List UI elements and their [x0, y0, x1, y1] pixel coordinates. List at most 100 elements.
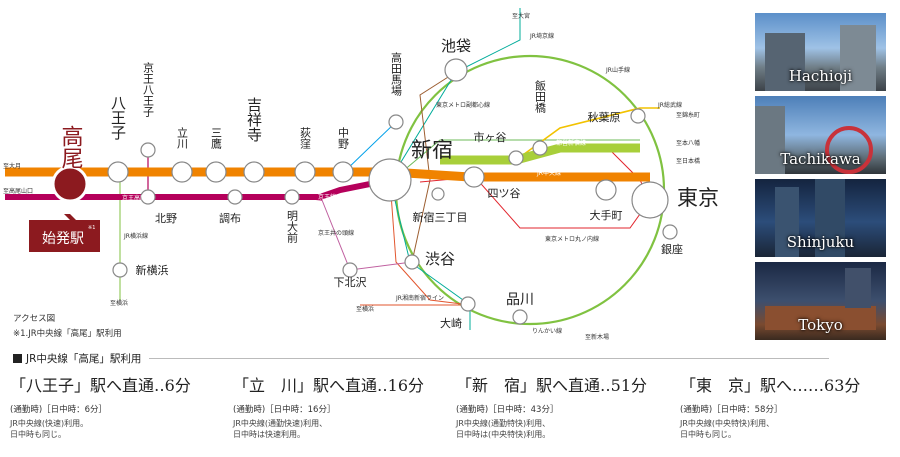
small-rinkai: りんかい線	[532, 327, 562, 335]
route-sub1: (通勤時)［日中時：6分］	[10, 405, 108, 415]
station-shinagawa	[512, 309, 528, 325]
station-shibuya	[404, 254, 420, 270]
route-main: 「東 京」駅へ‥‥‥63分	[680, 376, 861, 395]
small-yamanote: JR山手線	[605, 66, 630, 74]
label-ikebukuro: 池袋	[441, 37, 471, 55]
small-to-motoyawata: 至本八幡	[676, 139, 700, 147]
station-tokyo	[631, 181, 669, 219]
label-shibuya: 渋谷	[425, 250, 455, 268]
station-kitano	[140, 189, 156, 205]
station-tachikawa	[171, 161, 193, 183]
shonan-shinjuku-line	[360, 179, 471, 306]
label-hachioji: 八王子	[109, 95, 127, 140]
label-shin-yokohama: 新横浜	[136, 263, 169, 277]
route-sub2a: JR中央線(中央特快)利用、	[680, 419, 775, 428]
label-takao: 高尾	[58, 125, 84, 169]
station-ginza	[662, 224, 678, 240]
label-ginza: 銀座	[661, 242, 683, 256]
station-ikebukuro	[444, 58, 468, 82]
small-sobu: JR総武線	[657, 101, 682, 109]
takadanobaba-link	[343, 121, 397, 173]
section-header: JR中央線「高尾」駅利用	[13, 351, 830, 366]
route-sub1: (通勤時)［日中時：43分］	[456, 405, 559, 415]
route-shinjuku: 「新 宿」駅へ直通‥51分 (通勤時)［日中時：43分］ JR中央線(通勤特快)…	[456, 372, 671, 440]
route-main: 「八王子」駅へ直通‥6分	[10, 376, 191, 395]
photo-caption-tachikawa: Tachikawa	[780, 150, 861, 168]
route-tachikawa: 「立 川」駅へ直通‥16分 (通勤時)［日中時：16分］ JR中央線(通勤快速)…	[233, 372, 448, 440]
route-sub1: (通勤時)［日中時：58分］	[680, 405, 783, 415]
origin-badge	[29, 220, 100, 252]
label-takadanobaba: 高田馬場	[390, 51, 403, 97]
photo-hachioji: Hachioji	[755, 13, 886, 91]
photo-shinjuku: Shinjuku	[755, 179, 886, 257]
station-otemachi	[595, 179, 617, 201]
small-shonan: JR湘南新宿ライン	[395, 294, 444, 302]
label-iidabashi: 飯田橋	[534, 79, 547, 114]
label-ichigaya: 市ヶ谷	[474, 130, 507, 144]
station-osaki	[460, 296, 476, 312]
station-ichigaya	[508, 150, 524, 166]
small-to-takaosanguchi: 至高尾山口	[3, 187, 33, 195]
origin-badge-label: 始発駅	[42, 231, 84, 247]
label-yotsuya: 四ツ谷	[488, 187, 521, 200]
label-ogikubo: 荻窪	[299, 127, 312, 149]
section-divider	[149, 358, 830, 359]
photo-caption-shinjuku: Shinjuku	[786, 233, 855, 251]
label-meidaimae: 明大前	[286, 210, 299, 244]
small-keio-takao-line: 京王高尾線	[122, 194, 152, 202]
station-akihabara	[630, 108, 646, 124]
station-shinjuku	[368, 158, 412, 202]
station-takadanobaba	[388, 114, 404, 130]
route-main: 「新 宿」駅へ直通‥51分	[456, 376, 648, 395]
takao-station	[51, 165, 89, 203]
small-to-otsuki: 至大月	[3, 162, 21, 170]
label-kitano: 北野	[155, 212, 177, 225]
small-to-nihonbashi: 至日本橋	[676, 157, 700, 165]
photo-caption-tokyo: Tokyo	[798, 316, 843, 334]
label-otemachi: 大手町	[590, 208, 623, 222]
station-chofu	[227, 189, 243, 205]
label-tokyo: 東京	[677, 186, 719, 210]
route-tokyo: 「東 京」駅へ‥‥‥63分 (通勤時)［日中時：58分］ JR中央線(中央特快)…	[680, 372, 895, 440]
small-yokohama: JR横浜線	[123, 232, 148, 240]
small-inokashira: 京王井の頭線	[318, 229, 354, 237]
station-shinjuku-sanchome	[431, 187, 445, 201]
small-to-yokohama1: 至横浜	[110, 299, 128, 307]
station-mitaka	[205, 161, 227, 183]
route-sub2b: 日中時も同じ。	[10, 430, 66, 439]
station-shin-yokohama	[112, 262, 128, 278]
label-nakano: 中野	[337, 127, 350, 149]
station-ogikubo	[294, 161, 316, 183]
label-kichijoji: 吉祥寺	[245, 97, 263, 142]
station-meidaimae	[284, 189, 300, 205]
small-to-nishifunabashi: 至錦糸町	[676, 111, 700, 119]
small-to-omiya: 至大宮	[512, 12, 530, 20]
route-sub2a: JR中央線(通勤快速)利用、	[233, 419, 328, 428]
access-note: アクセス図	[13, 314, 56, 324]
label-shinagawa: 品川	[506, 292, 534, 308]
photo-tokyo: Tokyo	[755, 262, 886, 340]
label-shinjuku: 新宿	[411, 138, 453, 162]
label-akihabara: 秋葉原	[588, 110, 621, 124]
label-chofu: 調布	[219, 211, 241, 225]
small-to-shinkiba: 至新木場	[585, 333, 609, 341]
photo-caption-hachioji: Hachioji	[788, 67, 853, 85]
section-square-icon	[13, 354, 22, 363]
footnote-mark: ※1	[88, 225, 95, 231]
route-hachioji: 「八王子」駅へ直通‥6分 (通勤時)［日中時：6分］ JR中央線(快速)利用。 …	[10, 372, 225, 440]
label-shinjuku-sanchome: 新宿三丁目	[413, 210, 468, 224]
label-shimokitazawa: 下北沢	[334, 275, 367, 289]
photo-tachikawa: Tachikawa	[755, 96, 886, 174]
station-kichijoji	[243, 161, 265, 183]
station-nakano	[332, 161, 354, 183]
small-marunouchi: 東京メトロ丸ノ内線	[545, 235, 599, 243]
route-map: 始発駅 ※1 高尾 八王子 京王八王子 立川 三鷹 吉祥寺	[3, 8, 719, 341]
origin-badge-arrow	[64, 214, 76, 220]
small-fukutoshin: 東京メトロ副都心線	[436, 101, 490, 109]
small-tozai: 都営新宿線	[556, 139, 586, 147]
station-yotsuya	[463, 166, 485, 188]
station-keio-hachioji	[140, 142, 156, 158]
section-title: JR中央線「高尾」駅利用	[26, 353, 142, 365]
station-iidabashi	[532, 140, 548, 156]
route-sub2b: 日中時は(中央特快)利用。	[456, 430, 551, 439]
